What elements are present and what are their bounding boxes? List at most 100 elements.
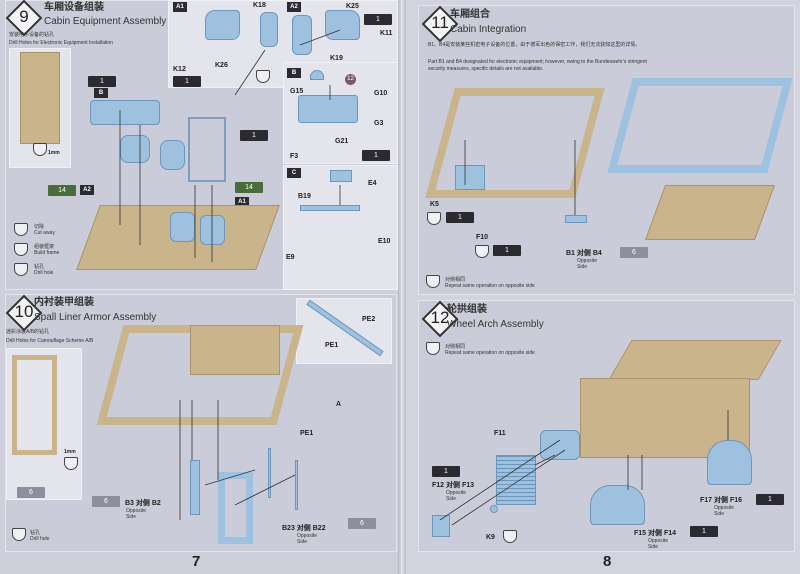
legend-cn: 钻孔: [34, 264, 45, 270]
repeat-cn: 对侧相同: [445, 277, 466, 283]
part-g21: G21: [335, 138, 349, 145]
cabin-floor-inset: [20, 52, 60, 144]
pe1-strip: [295, 460, 298, 510]
binding-gutter: [398, 0, 406, 574]
part-k9: K9: [486, 534, 495, 541]
drill-hole-icon: [14, 263, 28, 276]
equipment-rack-frame: [188, 117, 226, 182]
wheel-arch-f17: [707, 440, 752, 485]
seat-assembly: [120, 135, 150, 163]
qty-badge: 1: [756, 494, 784, 505]
opposite-en: Opposite: [446, 490, 467, 496]
opposite-cn: 对侧: [648, 530, 663, 537]
repeat-opposite-icon: [426, 275, 440, 288]
seat-assembly: [160, 140, 185, 170]
part-b1-label: B1: [566, 250, 575, 257]
side-en: Side: [714, 511, 725, 517]
part-b23-label: B23: [282, 525, 295, 532]
dashboard-part: [298, 95, 358, 123]
repeat-opposite-icon: [475, 245, 489, 258]
legend-cn: 钻孔: [30, 530, 41, 536]
part-k9: [490, 505, 498, 513]
seat-back-part: [260, 12, 278, 47]
part-f14-label: F14: [663, 530, 677, 537]
qty-badge: 1: [690, 526, 718, 537]
legend-cn: 切除: [34, 224, 45, 230]
part-g10: G10: [374, 90, 388, 97]
part-b19: B19: [298, 193, 311, 200]
page-number-8: 8: [603, 553, 612, 570]
step-11-title-cn: 车厢组合: [450, 9, 490, 20]
wheel-arch-f15: [590, 485, 645, 525]
repeat-cn: 对侧相同: [445, 344, 466, 350]
part-f15-label: F15: [634, 530, 647, 537]
repeat-opposite-icon: [426, 342, 440, 355]
side-en: Side: [577, 264, 588, 270]
part-k18: K18: [253, 2, 266, 9]
step-9-title-cn: 车厢设备组装: [44, 2, 104, 13]
part-b22-label: B22: [312, 525, 326, 532]
cabin-roof-inset: [12, 355, 57, 455]
qty-badge: 1: [88, 76, 116, 87]
part-f16-label: F16: [729, 497, 743, 504]
part-f3: F3: [290, 153, 299, 160]
part-b4-label: B4: [592, 250, 602, 257]
paint-badge: 6: [348, 518, 376, 529]
legend-cn: 组装框架: [34, 244, 55, 250]
part-f12-label: F12: [432, 482, 445, 489]
part-b3: B3 对侧 B2: [125, 498, 161, 508]
side-en: Side: [297, 539, 308, 545]
part-k12: K12: [173, 66, 186, 73]
seat-installed: [200, 215, 225, 245]
step-9-title-en: Cabin Equipment Assembly: [44, 16, 167, 27]
pe1-strip: [268, 448, 271, 498]
part-f13-label: F13: [461, 482, 475, 489]
part-e4: E4: [368, 180, 377, 187]
radio-part-e4: [330, 170, 352, 182]
paint-badge: 14: [235, 182, 263, 193]
qty-badge: 1: [362, 150, 390, 161]
rack-part: [300, 205, 360, 211]
seat-installed: [170, 212, 195, 242]
opposite-cn: 对侧: [576, 250, 591, 257]
step-10-title-cn: 内衬装甲组装: [34, 297, 94, 308]
legend-en: Drill hole: [34, 270, 54, 276]
step-11-note-cn: B1、B4是安装某些机密电子设备的位置，由于德军出色的保密工作，我们无法获知这里…: [428, 42, 641, 48]
opposite-en: Opposite: [577, 258, 598, 264]
opposite-cn: 对侧: [446, 482, 461, 489]
side-en: Side: [648, 544, 659, 550]
drill-icon: [33, 143, 47, 156]
inset-dim: 1mm: [64, 449, 76, 455]
part-b1-piece: [565, 215, 587, 223]
opposite-en: Opposite: [648, 538, 669, 544]
equipment-part: [455, 165, 485, 190]
legend-en: Build frame: [34, 250, 60, 256]
tag-b-main: B: [94, 88, 108, 98]
subassembly-c: [283, 165, 398, 290]
step-12-title-cn: 轮拱组装: [447, 304, 487, 315]
step-10-number: 10: [14, 302, 34, 321]
qty-badge: 1: [493, 245, 521, 256]
part-b3-label: B3: [125, 500, 134, 507]
step-11-note-en: Part B1 and B4 designated for electronic…: [428, 59, 647, 72]
opposite-en: Opposite: [297, 533, 318, 539]
legend-en: Drill hole: [30, 536, 50, 542]
tag-a1: A1: [173, 2, 187, 12]
part-b23: B23 对侧 B22: [282, 523, 326, 533]
opposite-cn: 对侧: [296, 525, 311, 532]
step-11-title-en: Cabin Integration: [450, 24, 527, 35]
step-10-note-cn: 迷彩涂装A/B的钻孔: [6, 329, 50, 335]
part-k26: K26: [215, 62, 228, 69]
cut-away-icon: [14, 223, 28, 236]
part-b2-label: B2: [151, 500, 161, 507]
gauge-part: [310, 70, 324, 80]
side-en: Side: [126, 514, 137, 520]
drill-hole-icon: [12, 528, 26, 541]
drill-icon: [64, 457, 78, 470]
